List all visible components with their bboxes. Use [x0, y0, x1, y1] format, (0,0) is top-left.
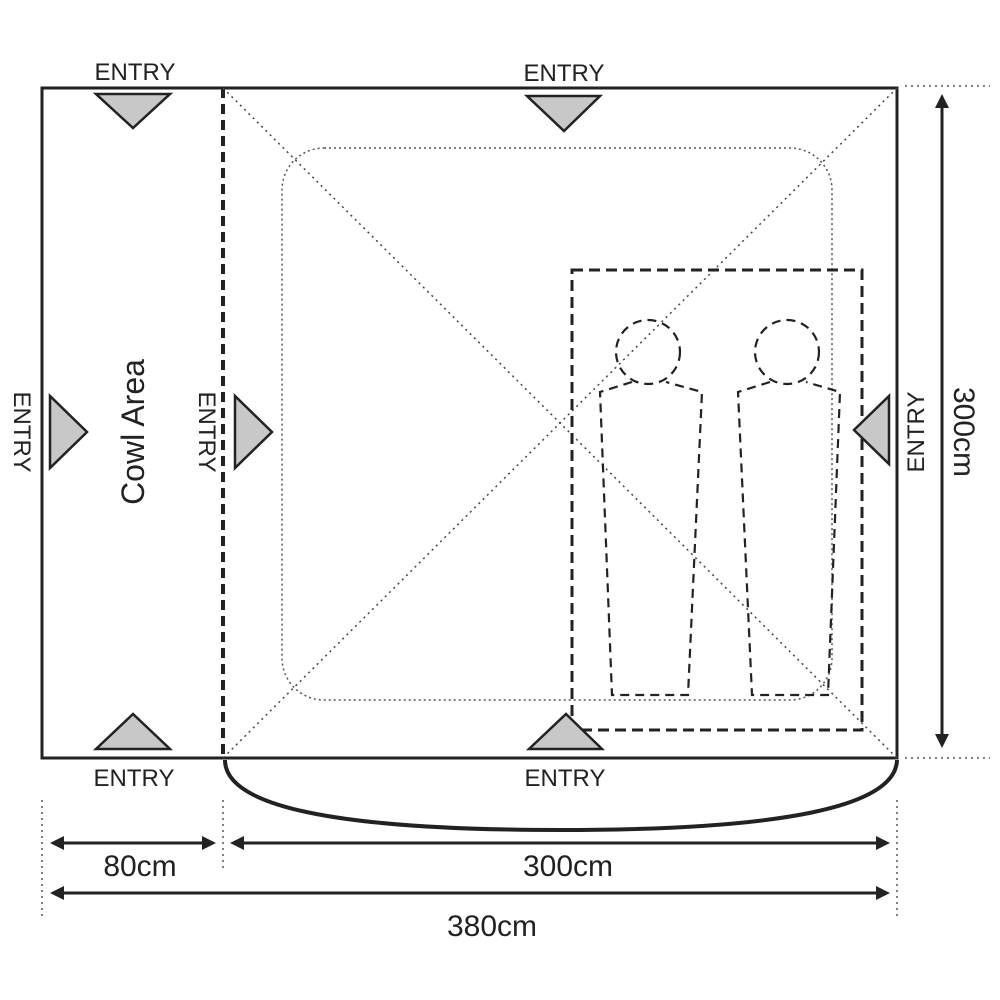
entry-marker-top-center — [523, 94, 604, 133]
entry-label-right: ENTRY — [903, 392, 930, 473]
front-awning-curve — [223, 759, 899, 833]
sleeping-bag-left — [598, 318, 704, 697]
entry-label-left-outer: ENTRY — [8, 392, 35, 473]
entry-marker-bottom-left — [92, 712, 174, 751]
entry-marker-top-left — [92, 92, 174, 130]
entry-marker-left-outer — [48, 393, 89, 471]
diagonal-pole-2 — [222, 87, 898, 759]
entry-label-bottom-left: ENTRY — [94, 765, 175, 792]
entry-marker-right — [852, 393, 891, 467]
dimension-label-cowl-width: 80cm — [103, 850, 176, 883]
dimension-label-total-width: 380cm — [447, 910, 537, 943]
outer-wall — [40, 86, 899, 760]
entry-label-top-center: ENTRY — [524, 60, 605, 87]
entry-label-bottom-center: ENTRY — [525, 765, 606, 792]
entry-marker-bottom-center — [525, 712, 606, 751]
dimension-extension-lines — [41, 85, 990, 918]
inner-groundsheet — [281, 147, 833, 701]
sleeping-bag-right — [736, 318, 842, 697]
dimension-label-inner-width: 300cm — [523, 850, 613, 883]
entry-label-top-left: ENTRY — [95, 59, 176, 86]
entry-label-left-inner: ENTRY — [193, 392, 220, 473]
cowl-area-label: Cowl Area — [115, 359, 151, 505]
bedroom-area — [570, 268, 864, 732]
dimension-arrows — [50, 94, 949, 900]
dimension-label-depth: 300cm — [947, 387, 980, 477]
entry-marker-left-inner — [233, 393, 274, 471]
